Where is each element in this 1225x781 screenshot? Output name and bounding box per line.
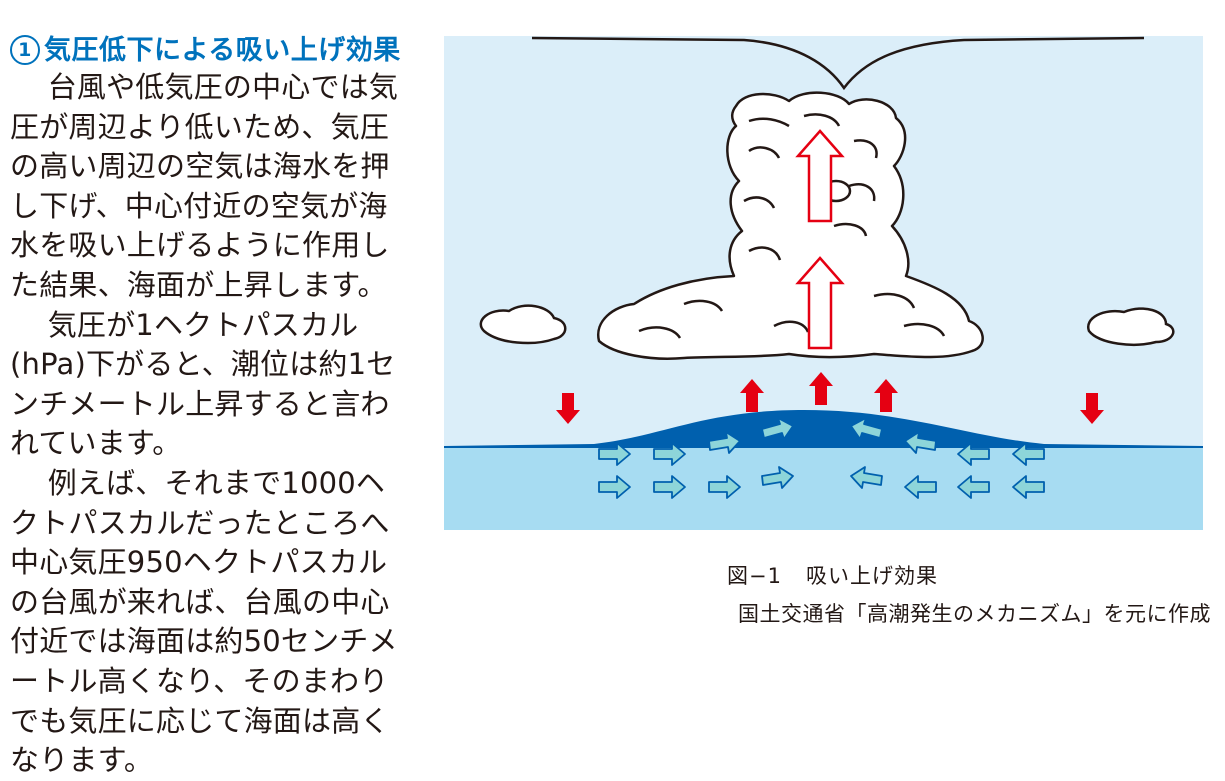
down-arrow-icon (556, 393, 580, 424)
updraft-arrow-icon (795, 256, 845, 350)
right-arrow-icon (708, 475, 741, 499)
section-number-badge: 1 (10, 35, 40, 65)
down-arrow-icon (1080, 393, 1104, 424)
right-arrow-icon (653, 442, 686, 466)
right-arrow-icon (708, 431, 741, 454)
section-title: 気圧低下による吸い上げ効果 (44, 35, 401, 66)
cloud-icon (479, 304, 567, 345)
left-arrow-icon (904, 475, 937, 499)
sea-surface-bulge (444, 410, 1203, 448)
figure-illustration (444, 36, 1203, 530)
left-arrow-icon (850, 417, 883, 440)
figure-number: 図−1 (727, 564, 782, 588)
updraft-arrow-icon (795, 129, 845, 223)
up-arrow-icon (809, 372, 833, 405)
left-arrow-icon (904, 431, 937, 454)
left-arrow-icon (957, 475, 990, 499)
pressure-curve (531, 36, 1145, 91)
paragraph: 台風や低気圧の中心では気圧が周辺より低いため、気圧の高い周辺の空気は海水を押し下… (10, 70, 399, 302)
figure-caption: 図−1 吸い上げ効果 (727, 560, 938, 590)
suction-effect-figure (444, 36, 1203, 530)
left-arrow-icon (957, 442, 990, 466)
figure-source: 国土交通省「高潮発生のメカニズム」を元に作成 (738, 602, 1211, 626)
up-arrow-icon (740, 379, 764, 412)
body-text: 台風や低気圧の中心では気圧が周辺より低いため、気圧の高い周辺の空気は海水を押し下… (10, 68, 412, 781)
cloud-icon (1087, 307, 1175, 346)
figure-title: 吸い上げ効果 (805, 564, 938, 588)
left-arrow-icon (1012, 475, 1045, 499)
sea-water (444, 446, 1203, 530)
right-arrow-icon (598, 442, 631, 466)
cloud-icon (596, 91, 984, 360)
right-arrow-icon (761, 466, 794, 489)
left-arrow-icon (850, 466, 883, 489)
paragraph: 気圧が1ヘクトパスカル(hPa)下がると、潮位は約1センチメートル上昇すると言わ… (10, 307, 396, 461)
up-arrow-icon (874, 379, 898, 412)
right-arrow-icon (598, 475, 631, 499)
paragraph: 例えば、それまで1000ヘクトパスカルだったところへ中心気圧950ヘクトパスカル… (10, 465, 398, 778)
right-arrow-icon (653, 475, 686, 499)
right-arrow-icon (761, 417, 794, 440)
left-arrow-icon (1012, 442, 1045, 466)
